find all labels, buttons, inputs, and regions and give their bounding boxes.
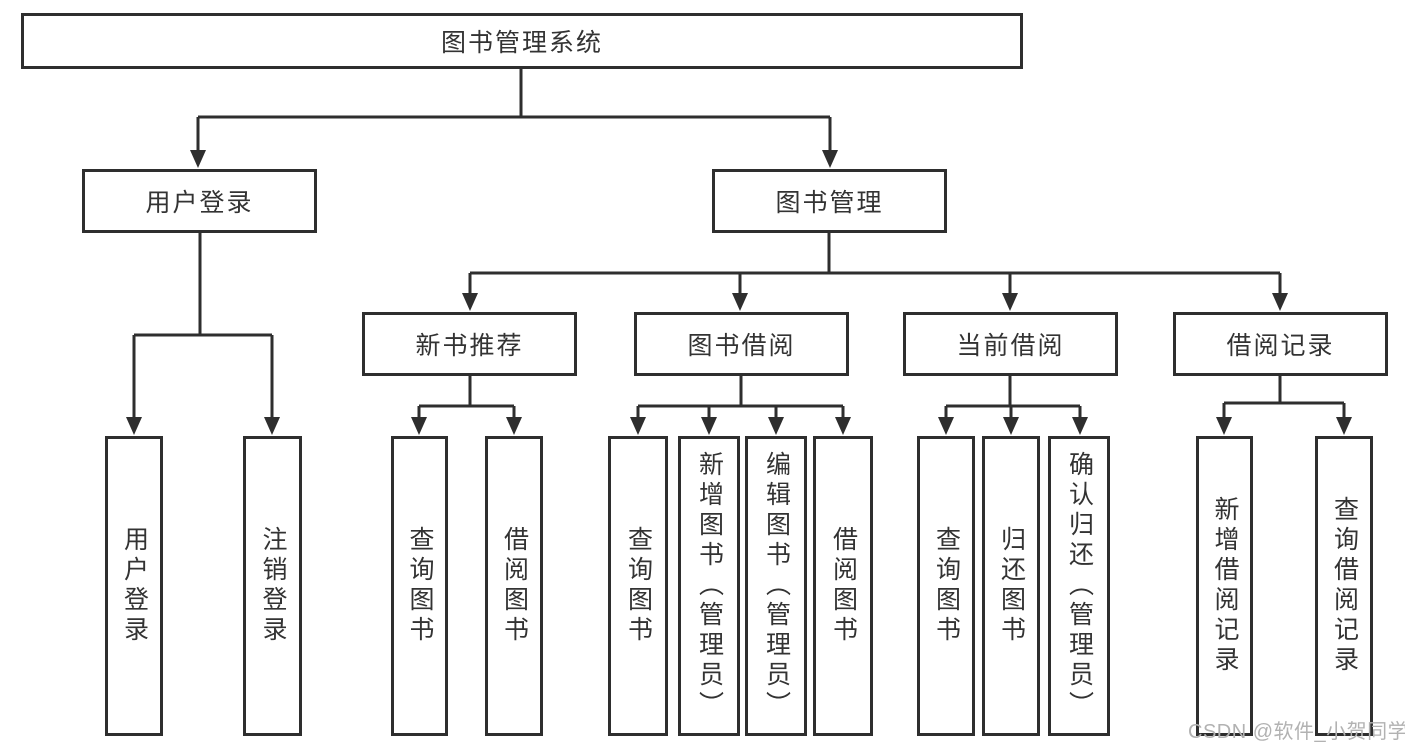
leaf-query-borrow-record: 查询借阅记录 [1315, 436, 1373, 736]
node-borrowing-records: 借阅记录 [1173, 312, 1388, 376]
leaf-query-books-borrowing: 查询图书 [608, 436, 668, 736]
leaf-user-login: 用户登录 [105, 436, 163, 736]
leaf-borrow-books: 借阅图书 [813, 436, 873, 736]
node-book-management: 图书管理 [712, 169, 947, 233]
connector-book-mgmt-to-level2 [468, 233, 1282, 295]
connector-records-children [1222, 376, 1346, 419]
leaf-add-books-admin: 新增图书（管理员） [678, 436, 740, 736]
leaf-borrow-books-recommend: 借阅图书 [485, 436, 543, 736]
node-current-borrowing: 当前借阅 [903, 312, 1118, 376]
leaf-return-books: 归还图书 [982, 436, 1040, 736]
connector-root-to-level1 [196, 69, 832, 152]
node-book-borrowing: 图书借阅 [634, 312, 849, 376]
node-root-library-system: 图书管理系统 [21, 13, 1023, 69]
leaf-add-borrow-record: 新增借阅记录 [1196, 436, 1253, 736]
leaf-query-books-recommend: 查询图书 [391, 436, 448, 736]
connector-user-login-children [132, 233, 274, 419]
leaf-logout: 注销登录 [243, 436, 302, 736]
leaf-query-books-current: 查询图书 [917, 436, 975, 736]
connector-new-book-children [417, 376, 516, 419]
connector-borrowing-children [636, 376, 845, 419]
node-new-book-recommend: 新书推荐 [362, 312, 577, 376]
leaf-confirm-return-admin: 确认归还（管理员） [1048, 436, 1110, 736]
leaf-edit-books-admin: 编辑图书（管理员） [745, 436, 807, 736]
connector-current-children [944, 376, 1082, 419]
csdn-watermark: CSDN @软件_小贺同学 [1188, 721, 1405, 743]
node-user-login: 用户登录 [82, 169, 317, 233]
